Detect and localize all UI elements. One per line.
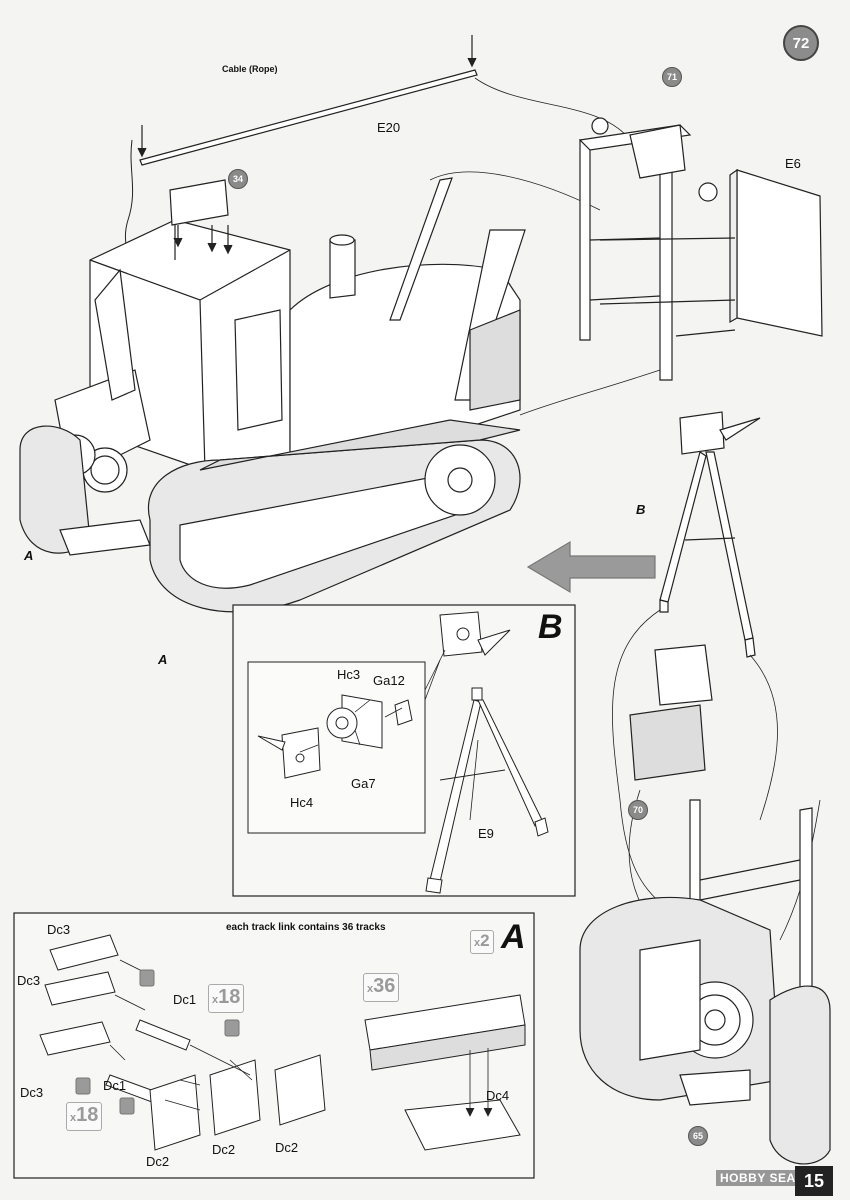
subassembly-a-label-left: A: [24, 548, 34, 563]
part-ga12-label: Ga12: [373, 673, 405, 688]
multiplier-x36-value: 36: [373, 975, 396, 997]
subassembly-a-label-bottom: A: [158, 652, 168, 667]
part-dc1-label-2: Dc1: [103, 1078, 127, 1093]
part-hc4-label: Hc4: [290, 795, 314, 810]
cable-rope-label: Cable (Rope): [222, 64, 278, 74]
part-e6-label: E6: [785, 156, 801, 171]
part-ga7-label: Ga7: [351, 776, 376, 791]
step-number: 72: [783, 25, 819, 61]
multiplier-x18-bottom: x18: [66, 1102, 103, 1131]
multiplier-x18-top: x18: [208, 984, 245, 1013]
part-dc2-label-3: Dc2: [275, 1140, 299, 1155]
part-dc4-label: Dc4: [486, 1088, 510, 1103]
subassembly-b-label: B: [636, 502, 646, 517]
multiplier-x2-value: 2: [480, 931, 490, 950]
detail-a-title: A: [501, 918, 526, 956]
detail-b-title: B: [538, 608, 563, 646]
detail-a-heading: each track link contains 36 tracks: [226, 922, 386, 933]
part-dc3-label-1: Dc3: [47, 922, 71, 937]
part-dc1-label-1: Dc1: [173, 992, 197, 1007]
page-number: 15: [795, 1166, 833, 1196]
multiplier-x36: x36: [363, 973, 400, 1002]
callout-step-71: 71: [662, 67, 682, 87]
part-dc2-label-2: Dc2: [212, 1142, 236, 1157]
callout-step-34: 34: [228, 169, 248, 189]
part-dc3-label-3: Dc3: [20, 1085, 44, 1100]
callout-step-65: 65: [688, 1126, 708, 1146]
part-e9-label: E9: [478, 826, 494, 841]
multiplier-x2: x2: [470, 930, 494, 954]
callout-step-70: 70: [628, 800, 648, 820]
part-dc2-label-1: Dc2: [146, 1154, 170, 1169]
multiplier-x18-top-value: 18: [218, 986, 241, 1008]
multiplier-x18-bottom-value: 18: [76, 1104, 99, 1126]
part-e20-label: E20: [377, 120, 401, 135]
part-dc3-label-2: Dc3: [17, 973, 41, 988]
part-hc3-label: Hc3: [337, 667, 361, 682]
